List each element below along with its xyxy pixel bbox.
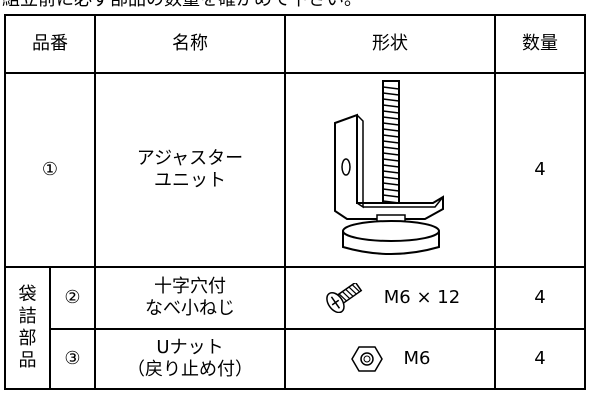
header-row: 品番 名称 形状 数量 xyxy=(4,14,586,74)
part-name: Uナット （戻り止め付） xyxy=(94,328,286,390)
part-quantity: 4 xyxy=(494,328,586,390)
header-name: 名称 xyxy=(94,14,286,74)
part-shape: M6 xyxy=(284,328,496,390)
part-number: ③ xyxy=(49,328,96,390)
part-name-line: アジャスター xyxy=(136,148,244,169)
bag-parts-label: 袋 詰 部 品 xyxy=(4,266,51,390)
bag-label-char: 部 xyxy=(18,328,37,349)
adjuster-unit-icon xyxy=(334,80,444,255)
part-shape xyxy=(284,72,496,268)
instruction-note: 組立前に必ず部品の数量を確かめて下さい。 xyxy=(2,0,362,10)
bag-label-char: 袋 xyxy=(18,284,37,305)
part-name-line: なべ小ねじ xyxy=(145,298,235,319)
table-row: ① アジャスター ユニット xyxy=(4,72,586,268)
part-name-line: 十字穴付 xyxy=(154,276,226,297)
header-shape: 形状 xyxy=(284,14,496,74)
part-spec: M6 xyxy=(403,348,431,369)
part-quantity: 4 xyxy=(494,72,586,268)
part-quantity: 4 xyxy=(494,266,586,330)
part-name-line: ユニット xyxy=(154,170,226,191)
table-row: 袋 詰 部 品 ② 十字穴付 なべ小ねじ xyxy=(4,266,586,390)
part-name-line: Uナット xyxy=(156,337,224,358)
header-qty: 数量 xyxy=(494,14,586,74)
part-number: ② xyxy=(49,266,96,330)
part-name: アジャスター ユニット xyxy=(94,72,286,268)
parts-table: 品番 名称 形状 数量 ① アジャスター ユニット xyxy=(4,14,586,390)
u-nut-icon xyxy=(350,346,383,372)
bag-label-char: 品 xyxy=(18,350,37,371)
part-number: ① xyxy=(4,72,96,268)
part-shape: M6 × 12 xyxy=(284,266,496,330)
pan-head-screw-icon xyxy=(325,283,363,313)
header-part-no: 品番 xyxy=(4,14,96,74)
part-name: 十字穴付 なべ小ねじ xyxy=(94,266,286,330)
part-name-line: （戻り止め付） xyxy=(127,359,253,380)
table-row: ③ Uナット （戻り止め付） M6 4 xyxy=(5,328,586,390)
bag-label-char: 詰 xyxy=(18,306,37,327)
part-spec: M6 × 12 xyxy=(383,287,461,308)
